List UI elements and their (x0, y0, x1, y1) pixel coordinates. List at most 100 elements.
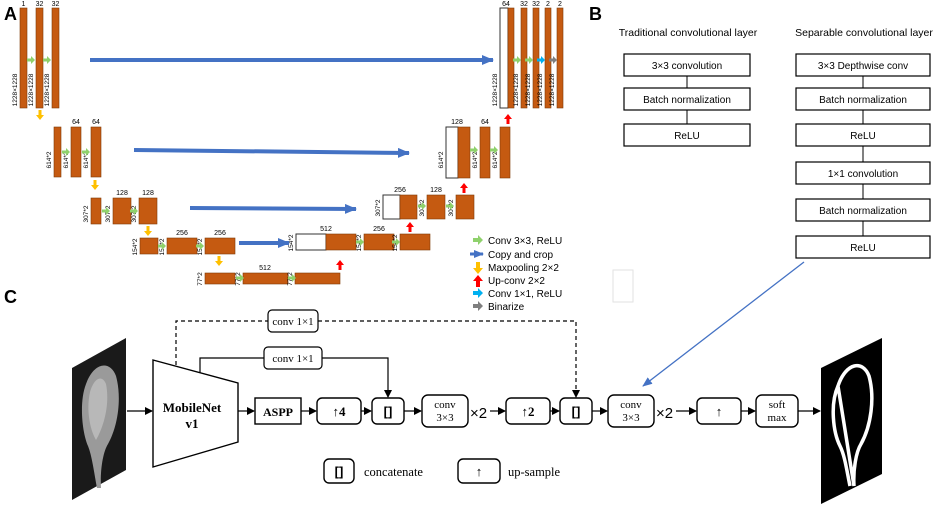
unet-l3-block-1 (90, 197, 102, 225)
unet-up3-block-2 (426, 194, 446, 220)
unet-up1-copy-block (499, 7, 509, 109)
unet-l5-size-1: 77*2 (197, 272, 204, 286)
unet-l3-size-1: 307*2 (83, 205, 90, 222)
trad-step-1: 3×3 convolution (652, 61, 722, 72)
unet-up3-channels-1: 256 (394, 187, 406, 194)
legend-upsample-box (457, 458, 501, 484)
panel-label-c: C (4, 287, 17, 307)
legend-conv1-label: Conv 1×1, ReLU (488, 289, 562, 300)
copy-crop-arrows (90, 55, 494, 248)
sep-box-relu2 (795, 235, 931, 259)
unet-l2-block-3 (90, 126, 102, 178)
unet-up4-conv-arrow-1 (356, 238, 364, 246)
unet-up1-binarize-arrow (549, 56, 557, 64)
sep-step-5: Batch normalization (819, 206, 907, 217)
unet-l2-block-2 (70, 126, 82, 178)
softmax-line1: soft (769, 399, 786, 411)
unet-up3-copy-block (382, 194, 401, 220)
unet-upconv-arrow-1 (504, 114, 512, 124)
unet-l2-conv-arrow-2 (82, 148, 90, 156)
unet-l5-channels-1: 512 (259, 265, 271, 272)
cyan-arrow-icon (473, 288, 483, 298)
skip-conv1-box-mid (263, 346, 323, 370)
unet-pool-arrow-3 (144, 226, 152, 236)
unet-up2-conv-arrow-1 (470, 146, 478, 154)
unet-up1-upconv-block (507, 7, 515, 109)
legend-upconv-label: Up-conv 2×2 (488, 276, 545, 287)
yellow-down-arrow-icon (473, 262, 483, 274)
unet-up1-size-3: 1228×1228 (525, 73, 532, 106)
red-up-arrow-icon (473, 275, 483, 287)
unet-l4-block-1 (139, 237, 159, 255)
legend-concat-symbol: [] (335, 464, 344, 479)
unet-up1-block-5 (556, 7, 564, 109)
skip-conv1-label-top: conv 1×1 (272, 316, 313, 328)
legend-upsample-symbol: ↑ (476, 464, 483, 479)
blank-placeholder-box (612, 269, 634, 303)
trad-step-3: ReLU (674, 131, 700, 142)
unet-upconv-arrow-4 (336, 260, 344, 270)
unet-l2-size-1: 614*2 (46, 151, 53, 168)
unet-l1-channels-3: 32 (52, 1, 60, 8)
unet-up1-conv-arrow-1 (513, 56, 521, 64)
unet-up1-channels-5: 2 (558, 1, 562, 8)
unet-up2-conv-arrow-2 (490, 146, 498, 154)
traditional-title: Traditional convolutional layer (619, 27, 758, 39)
unet-up3-size-1: 307*2 (375, 199, 382, 216)
sep-step-3: ReLU (850, 131, 876, 142)
unet-l3-channels-2: 128 (142, 190, 154, 197)
unet-l5-conv-arrow-2 (288, 274, 296, 282)
unet-upconv-arrow-3 (406, 222, 414, 232)
legend-binarize-label: Binarize (488, 302, 525, 313)
unet-up2-channels-1: 128 (451, 119, 463, 126)
input-image (72, 338, 126, 500)
conv3-box-1-line2: 3×3 (436, 412, 454, 424)
sep-step-2: Batch normalization (819, 95, 907, 106)
unet-l5-conv-arrow-1 (236, 274, 244, 282)
panel-label-b: B (589, 4, 602, 24)
unet-up2-block-3 (499, 126, 511, 179)
unet-l4-block-2 (166, 237, 198, 255)
unet-up4-size-1: 154*2 (288, 234, 295, 251)
unet-l4-channels-2: 256 (214, 230, 226, 237)
unet-up1-size-1: 1228×1228 (492, 73, 499, 106)
skip-conv1-label-mid: conv 1×1 (272, 353, 313, 365)
panel-label-a: A (4, 4, 17, 24)
unet-up2-copy-block (445, 126, 459, 179)
sep-step-1: 3×3 Depthwise conv (818, 61, 908, 72)
unet-up3-block-3 (455, 194, 475, 220)
mobilenet-label-line1: MobileNet (163, 400, 222, 415)
solid-skip-connection (199, 357, 388, 397)
aspp-box (254, 397, 302, 425)
upsample-label: ↑ (716, 404, 723, 419)
unet-l2-size-2: 614*2 (63, 151, 70, 168)
unet-up3-channels-2: 128 (430, 187, 442, 194)
unet-l2-channels-1: 64 (72, 119, 80, 126)
copy-crop-arrow-level2 (133, 147, 410, 158)
unet-up4-channels-1: 512 (320, 226, 332, 233)
unet-up1-block-4 (544, 7, 552, 109)
separable-link-arrow (642, 261, 805, 387)
unet-l1-block-3 (51, 7, 60, 109)
legend-conv3-label: Conv 3×3, ReLU (488, 236, 562, 247)
unet-l5-block-2 (242, 272, 289, 285)
unet-l2-conv-arrow-1 (62, 148, 70, 156)
unet-l3-conv-arrow-2 (130, 207, 138, 215)
unet-l3-channels-1: 128 (116, 190, 128, 197)
unet-up1-conv1-arrow (537, 56, 545, 64)
unet-up4-channels-2: 256 (373, 226, 385, 233)
trad-box-relu (623, 123, 751, 147)
unet-l4-conv-arrow-2 (196, 242, 204, 250)
unet-diagram: 11228×1228321228×1228321228×1228614*2646… (12, 1, 564, 286)
legend-copy-label: Copy and crop (488, 250, 553, 261)
unet-l3-block-2 (112, 197, 132, 225)
upsample4-label: ↑4 (333, 404, 347, 419)
output-mask-contour (831, 364, 874, 487)
unet-up2-block-2 (479, 126, 491, 179)
concat-symbol-1: [] (384, 404, 393, 419)
output-mask (821, 338, 882, 504)
unet-up1-size-5: 1228×1228 (549, 73, 556, 106)
unet-l5-block-3 (294, 272, 341, 285)
sep-step-4: 1×1 convolution (828, 169, 898, 180)
unet-up4-conv-arrow-2 (392, 238, 400, 246)
